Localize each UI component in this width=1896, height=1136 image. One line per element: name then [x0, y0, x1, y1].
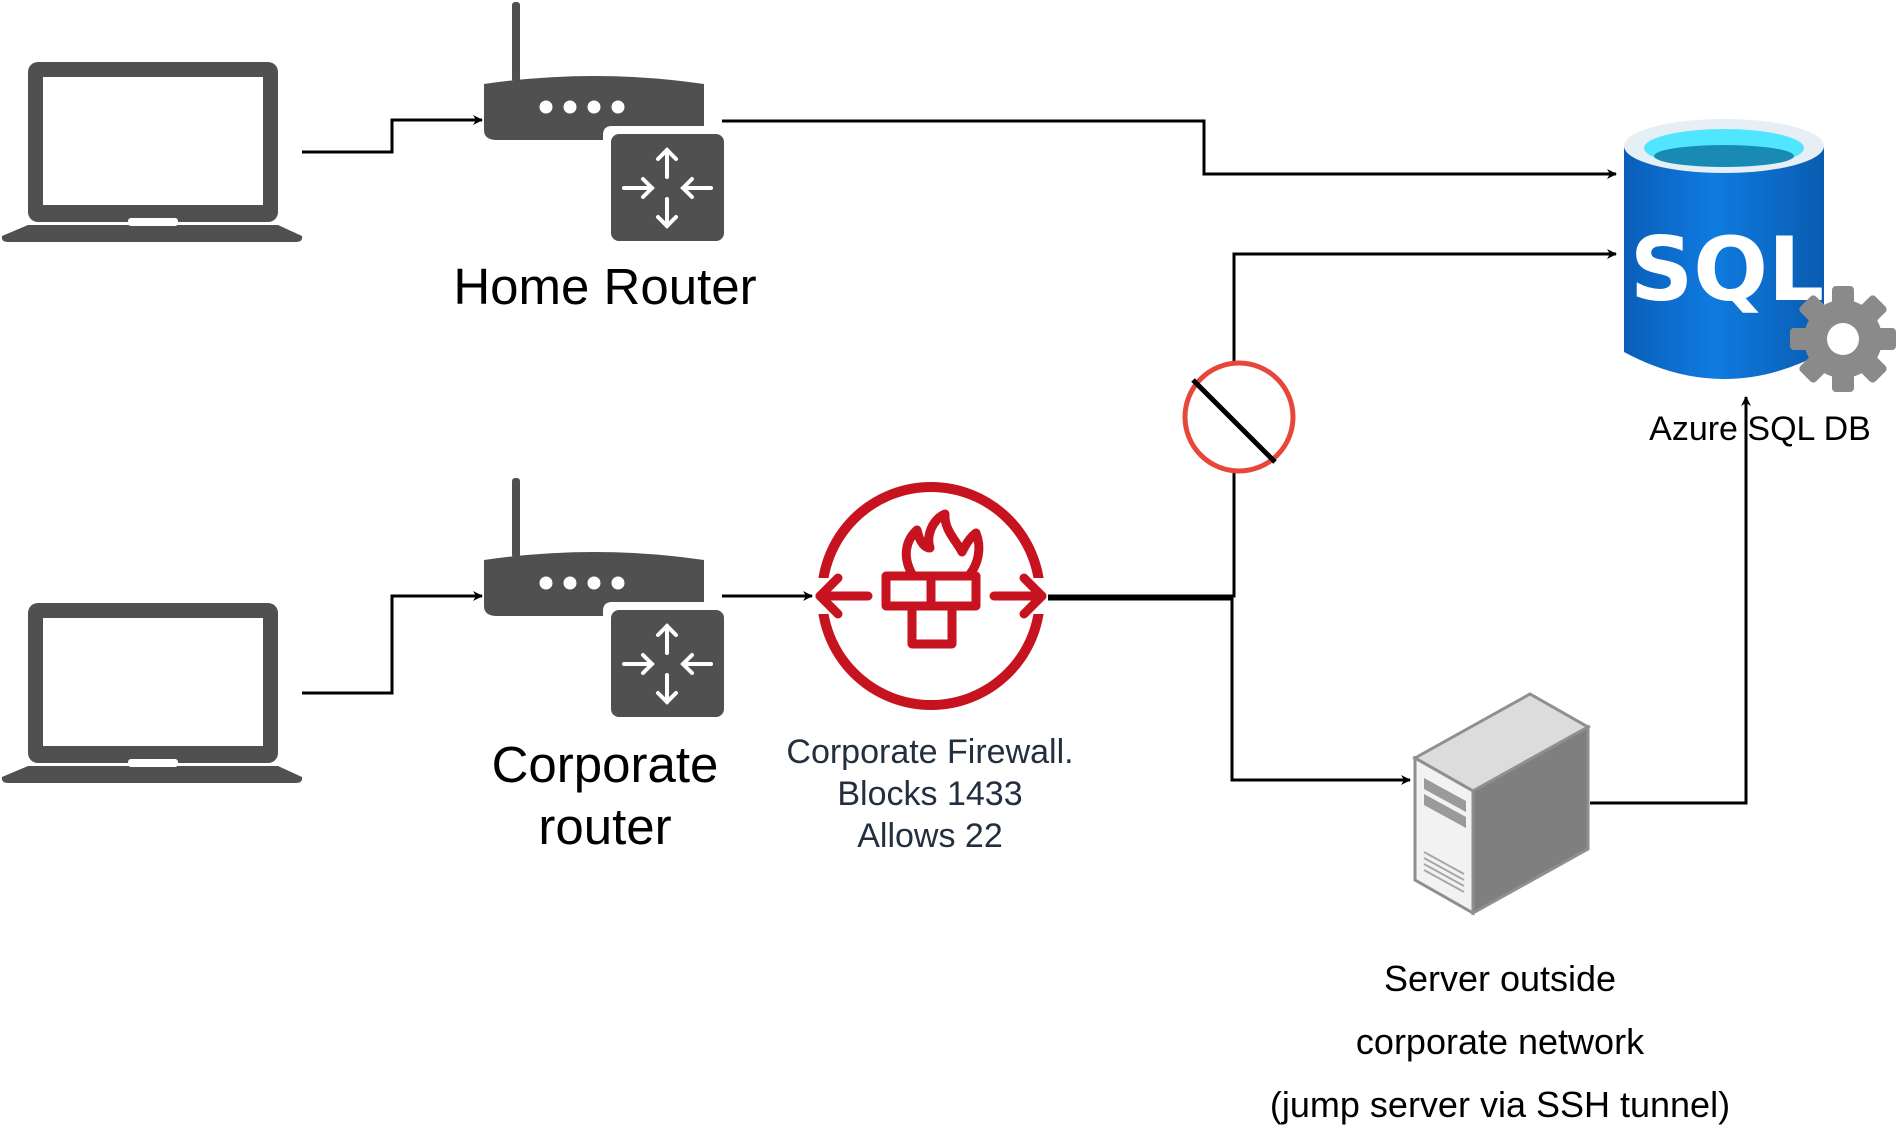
firewall-label-line: Allows 22 — [857, 817, 1003, 855]
server-tower-icon — [1411, 692, 1592, 916]
azure-sql-label: Azure SQL DB — [1649, 410, 1871, 448]
corporate-router-label: Corporate router — [395, 734, 815, 858]
connector-home-router-to-sql — [722, 119, 1617, 179]
corporate-router-label-line: Corporate — [491, 736, 719, 793]
gear-icon — [1790, 286, 1896, 392]
server-label-line: (jump server via SSH tunnel) — [1269, 1084, 1731, 1125]
laptop-icon — [1, 62, 303, 242]
connector-firewall-to-sql-blocked — [1045, 249, 1617, 598]
router-icon — [484, 478, 724, 717]
connector-home-laptop-to-router — [302, 115, 483, 154]
server-label-line: corporate network — [1355, 1021, 1645, 1062]
connector-corp-laptop-to-router — [302, 591, 483, 695]
firewall-label: Corporate Firewall. Blocks 1433 Allows 2… — [730, 731, 1130, 857]
server-label: Server outside corporate network (jump s… — [1200, 947, 1800, 1136]
laptop-icon — [1, 603, 303, 783]
firewall-label-line: Corporate Firewall. — [786, 733, 1074, 771]
corporate-router-label-line: router — [538, 798, 672, 855]
connector-server-to-sql — [1590, 396, 1751, 805]
sql-icon-text: SQL — [1630, 218, 1824, 321]
connector-firewall-to-server — [1045, 597, 1411, 785]
router-icon — [484, 2, 724, 241]
firewall-icon — [815, 482, 1048, 710]
sql-database-icon: SQL — [1624, 119, 1824, 379]
server-label-line: Server outside — [1383, 958, 1617, 999]
home-router-label: Home Router — [453, 258, 757, 315]
firewall-label-line: Blocks 1433 — [837, 775, 1023, 813]
blocked-icon — [1182, 360, 1296, 474]
